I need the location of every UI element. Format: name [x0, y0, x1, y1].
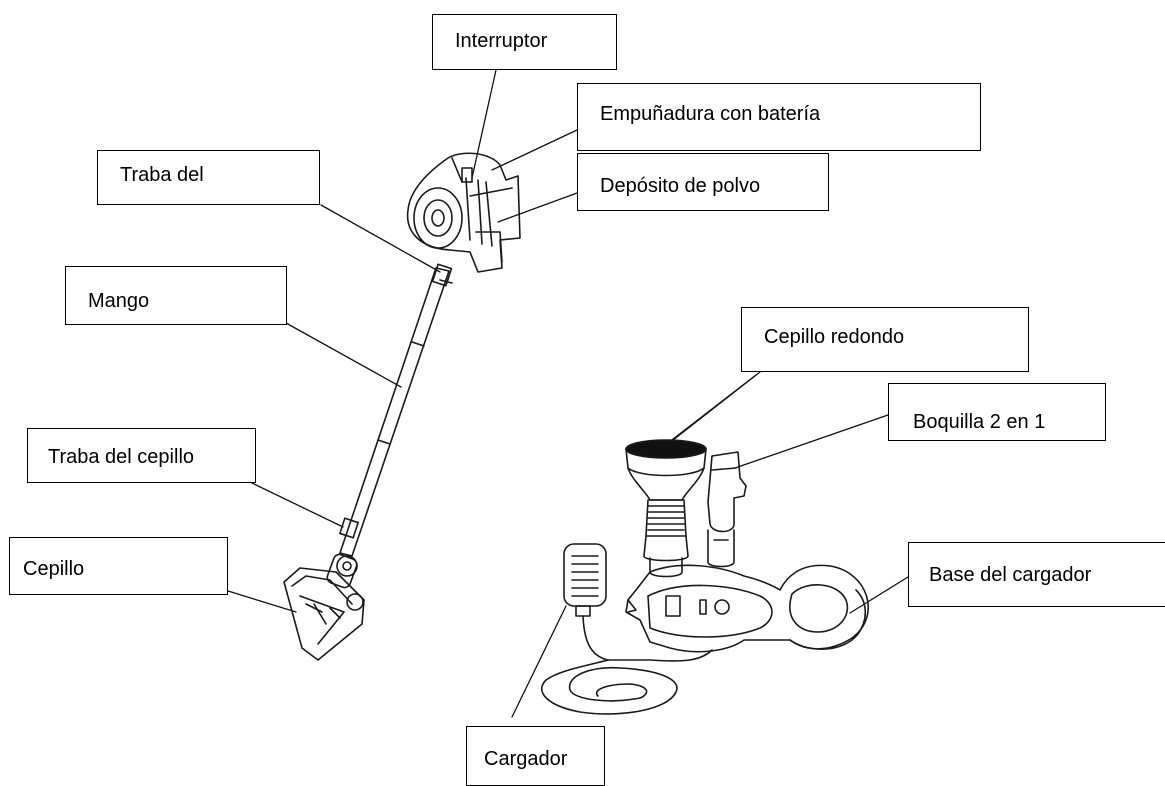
floor-brush [283, 553, 365, 661]
leader-cepillo [227, 590, 297, 613]
label-traba-cepillo: Traba del cepillo [27, 428, 256, 483]
leader-cepillo-redondo-2 [663, 374, 757, 447]
label-base-cargador: Base del cargador [908, 542, 1165, 607]
label-empunadura: Empuñadura con batería [577, 83, 981, 151]
leader-traba-del [320, 204, 441, 273]
label-interruptor: Interruptor [432, 14, 617, 70]
label-cepillo-redondo: Cepillo redondo [741, 307, 1029, 372]
label-traba-del: Traba del [97, 150, 320, 205]
leader-deposito [497, 192, 578, 223]
leader-lines [227, 69, 909, 718]
charger-adapter [540, 543, 713, 715]
label-cepillo: Cepillo [9, 537, 228, 595]
leader-mango [285, 322, 402, 388]
charger-base [625, 564, 869, 653]
crevice-nozzle [707, 451, 747, 568]
wand-tube [339, 263, 453, 557]
label-boquilla: Boquilla 2 en 1 [888, 383, 1106, 441]
leader-interruptor [471, 69, 497, 179]
round-brush [625, 439, 707, 578]
leader-traba-cepillo [251, 482, 344, 528]
leader-base [849, 576, 909, 614]
label-mango: Mango [65, 266, 287, 325]
handheld-unit [406, 152, 521, 273]
leader-cargador [511, 605, 567, 718]
label-cargador: Cargador [466, 726, 605, 786]
leader-boquilla [734, 414, 889, 469]
label-deposito: Depósito de polvo [577, 153, 829, 211]
leader-empunadura [491, 129, 578, 171]
